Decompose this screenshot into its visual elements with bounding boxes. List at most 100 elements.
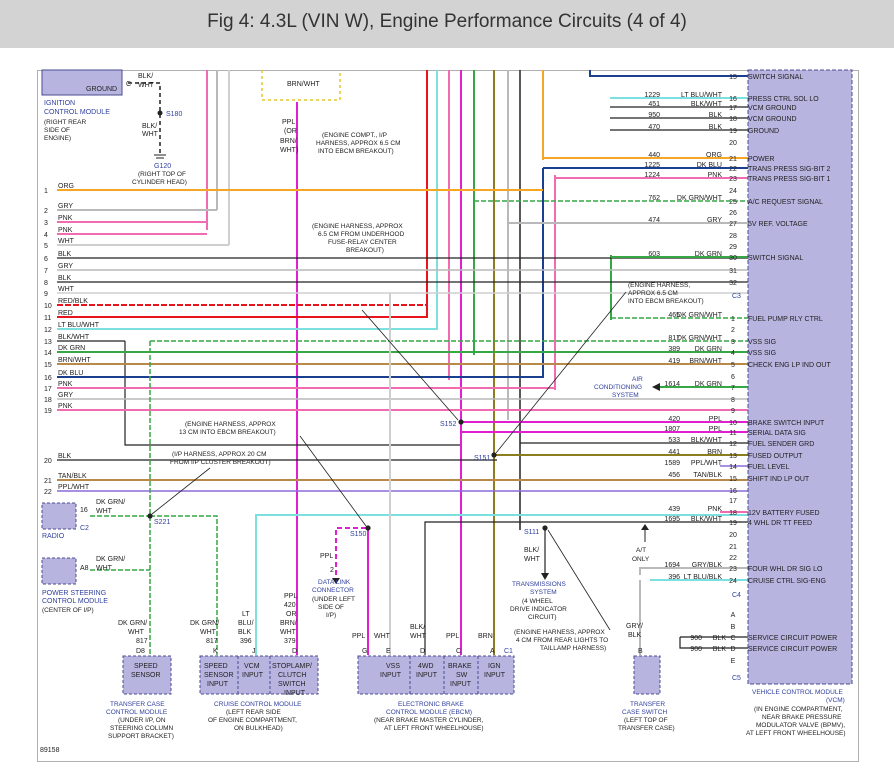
vcm-pin-number: 23 (729, 176, 737, 183)
ebcm-wire-brn: BRN (478, 633, 493, 640)
ebcm-pin-e: E (386, 648, 391, 655)
cruise-loc: (LEFT REAR SIDE (226, 709, 281, 716)
vcm-pin-wire: PPL (709, 426, 722, 433)
vcm-pin-label: FUEL PUMP RLY CTRL (748, 316, 823, 323)
ppl-or-brn-2: (OR (284, 128, 297, 135)
vcm-pin-number: 15 (729, 74, 737, 81)
cruise-wire-3e: WHT (280, 629, 297, 636)
s152-splice (458, 419, 464, 425)
ebcm-conn: C1 (504, 648, 513, 655)
left-pin-wire: WHT (58, 238, 75, 245)
radio-wire-2: WHT (96, 508, 113, 515)
ebcm-pin-g: G (362, 648, 367, 655)
vcm-pin-label: POWER (748, 156, 774, 163)
c5-label: C5 (732, 675, 741, 682)
tccm-wire: DK GRN/ (118, 620, 147, 627)
ebcm-loc-2: AT LEFT FRONT WHEELHOUSE) (384, 725, 484, 732)
c3-label: C3 (732, 293, 741, 300)
ignition-module-box (41, 69, 123, 96)
left-pin-number: 7 (44, 268, 48, 275)
vcm-pin-circuit: 1224 (644, 172, 660, 179)
left-pin-wire: ORG (58, 183, 74, 190)
s151-label: S151 (474, 455, 490, 462)
vcm-pin-label: 12V BATTERY FUSED (748, 510, 820, 517)
tcs-pin: B (638, 648, 643, 655)
cruise-cell-3: STOPLAMP/ (272, 663, 312, 670)
left-pin-number: 8 (44, 280, 48, 287)
left-pin-wire: DK GRN (58, 345, 85, 352)
cruise-wire-2: LT (242, 611, 250, 618)
note-harness-mid-2: 6.5 CM FROM UNDERHOOD (318, 231, 405, 238)
radio-box (41, 502, 77, 530)
left-pin-number: 5 (44, 243, 48, 250)
vcm-pin-number: 5 (731, 362, 735, 369)
left-pin-number: 2 (44, 208, 48, 215)
left-pin-wire: GRY (58, 392, 73, 399)
tccm-title: TRANSFER CASE (110, 701, 165, 708)
vcm-pin-circuit: 533 (668, 437, 680, 444)
s221-splice (147, 513, 153, 519)
vcm-pin-number: 7 (731, 385, 735, 392)
vcm-pin-wire: DK GRN (695, 381, 722, 388)
vcm-pin-circuit: 465 (668, 312, 680, 319)
vcm-loc: (IN ENGINE COMPARTMENT, (754, 706, 843, 713)
left-pin-number: 16 (44, 375, 52, 382)
c4-label: C4 (732, 592, 741, 599)
ebcm-title: ELECTRONIC BRAKE (398, 701, 464, 708)
ebcm-wire-ppl: PPL (352, 633, 365, 640)
vcm-pin-number: 14 (729, 464, 737, 471)
note-harness-top-3: INTO EBCM BREAKOUT) (318, 148, 394, 155)
cruise-cell-1: SPEED (204, 663, 228, 670)
vcm-pin-number: 1 (731, 316, 735, 323)
vcm-pin-wire: PPL/WHT (691, 460, 723, 467)
vcm-pin-label: FOUR WHL DR SIG LO (748, 566, 823, 573)
brnwht-tag: BRN/WHT (287, 81, 320, 88)
ebcm-wire-ppl2: PPL (446, 633, 459, 640)
tccm-circuit: 817 (136, 638, 148, 645)
vcm-pin-number: 31 (729, 268, 737, 275)
wire-13-route (124, 341, 460, 446)
ebcm-pin-a: A (490, 648, 495, 655)
ebcm-pin-c: C (456, 648, 461, 655)
radio-conn: C2 (80, 525, 89, 532)
ebcm-cell-3c: INPUT (450, 681, 472, 688)
ppl-or-brn-3: BRN/ (280, 138, 297, 145)
wire-top-blue (589, 70, 748, 77)
vcm-pin-number: E (731, 658, 736, 665)
vcm-pin-wire: BLK/WHT (691, 101, 723, 108)
wire-brnwht-trunk (261, 70, 341, 101)
vcm-pin-number: B (731, 624, 736, 631)
vcm-pin-number: 16 (729, 488, 737, 495)
vcm-pin-number: 19 (729, 520, 737, 527)
note-harness-mid: (ENGINE HARNESS, APPROX (312, 223, 403, 230)
vcm-pin-number: D (730, 646, 735, 653)
note-harness-right-3: INTO EBCM BREAKOUT) (628, 298, 704, 305)
tccm-wire-2: WHT (128, 629, 145, 636)
vcm-pin-number: 28 (729, 233, 737, 240)
vcm-pin-number: 9 (731, 408, 735, 415)
vcm-pin-label: 4 WHL DR TT FEED (748, 520, 812, 527)
vcm-pin-label: VSS SIG (748, 339, 776, 346)
vcm-pin-number: 18 (729, 510, 737, 517)
leader-13 (299, 435, 367, 527)
vcm-pin-circuit: 441 (668, 449, 680, 456)
ignition-wire-top: BLK/ (138, 73, 153, 80)
g120-wire: BLK/ (142, 123, 157, 130)
tccm-box (122, 655, 172, 695)
left-pin-wire: RED/BLK (58, 298, 88, 305)
trans-wire: BLK/ (524, 547, 539, 554)
vcm-pin-circuit: 440 (648, 152, 660, 159)
cruise-wire-2b: BLU/ (238, 620, 254, 627)
trans-label-2: SYSTEM (530, 589, 557, 596)
radio-label: RADIO (42, 533, 65, 540)
vcm-pin-label: VCM GROUND (748, 116, 797, 123)
trans-label: TRANSMISSIONS (512, 581, 566, 588)
cruise-wire-3d: BRN/ (280, 620, 297, 627)
vcm-pin-number: 15 (729, 476, 737, 483)
tccm-loc-2: STEERING COLUMN (110, 725, 174, 732)
note-harness-top: (ENGINE COMPT., I/P (322, 132, 387, 139)
vcm-pin-number: 17 (729, 105, 737, 112)
vcm-pin-label: 5V REF. VOLTAGE (748, 221, 808, 228)
